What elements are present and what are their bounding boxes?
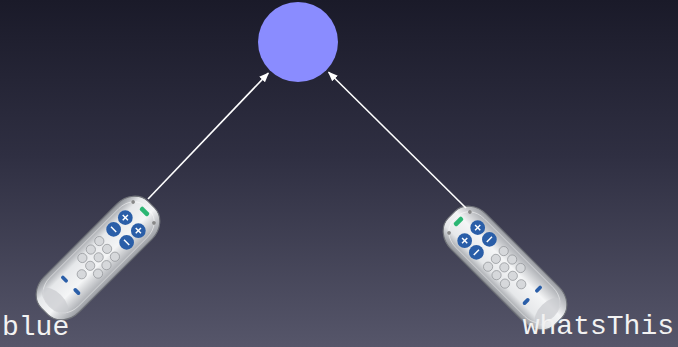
arrow-connector [148,73,268,199]
remote-node: whatsThis [440,206,676,344]
arrow-connector [329,72,466,208]
remote-label: whatsThis [523,312,674,342]
blue-circle [258,2,338,82]
remote-node: blue [2,197,168,345]
remote-label: blue [2,313,69,343]
